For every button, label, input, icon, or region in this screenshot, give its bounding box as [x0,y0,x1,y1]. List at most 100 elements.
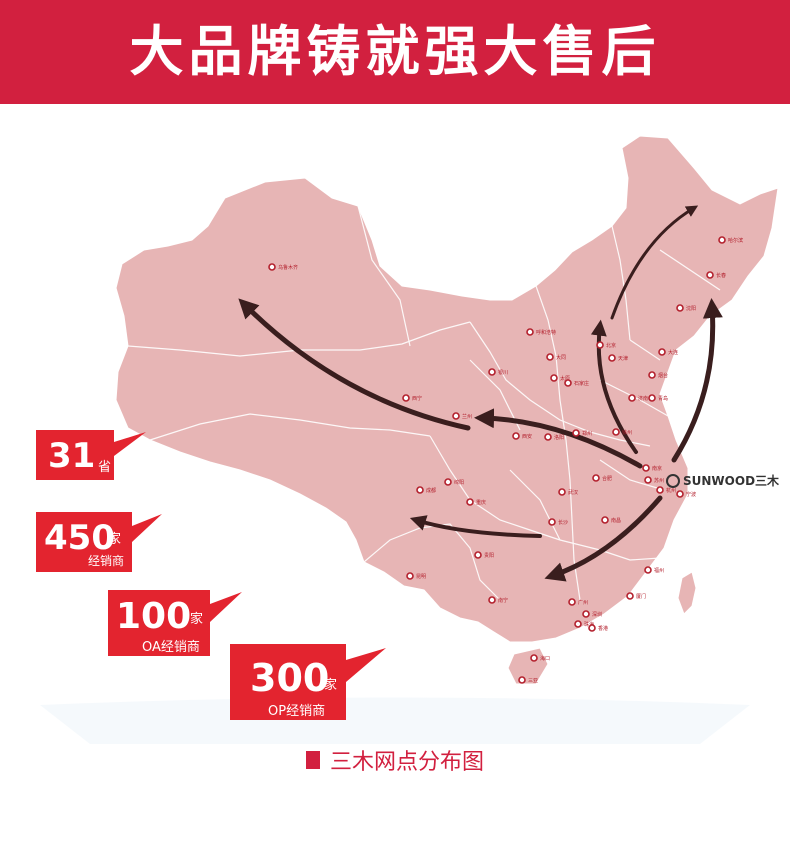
city-dot-icon [488,368,496,376]
city-dot-icon [416,486,424,494]
city-marker: 北京 [596,341,616,349]
city-label: 武汉 [568,489,578,496]
city-marker: 天津 [608,354,628,362]
stat-subtitle: 经销商 [88,554,125,568]
city-marker: 济南 [628,394,648,402]
stat-op-dealers: 300 家 OP经销商 [230,644,386,720]
city-marker: 太原 [550,374,570,382]
city-dot-icon [466,498,474,506]
city-dot-icon [546,353,554,361]
city-dot-icon [452,412,460,420]
city-marker: 呼和浩特 [526,328,556,336]
city-label: 郑州 [582,430,592,437]
city-label: 济南 [638,395,648,402]
city-label: 徐州 [622,429,632,436]
city-marker: 郑州 [572,429,592,437]
city-label: 深圳 [592,611,602,618]
city-label: 大同 [556,354,566,361]
city-label: 北京 [606,342,616,349]
city-dot-icon [568,598,576,606]
city-dot-icon [658,348,666,356]
city-label: 宁波 [686,491,696,498]
city-label: 成都 [426,487,436,494]
city-label: 烟台 [658,372,668,379]
city-dot-icon [676,490,684,498]
stat-subtitle: OA经销商 [142,640,200,655]
city-dot-icon [550,374,558,382]
city-label: 珠海 [584,621,594,628]
city-marker: 洛阳 [544,433,564,441]
city-dot-icon [548,518,556,526]
city-marker: 青岛 [648,394,668,402]
city-label: 西宁 [412,395,422,402]
city-label: 南昌 [611,517,621,524]
city-marker: 南宁 [488,596,508,604]
city-dot-icon [642,464,650,472]
city-label: 银川 [498,369,508,376]
city-dot-icon [512,432,520,440]
city-marker: 南京 [642,464,662,472]
city-marker: 贵阳 [474,551,494,559]
map-caption: 三木网点分布图 [0,744,790,776]
city-marker: 香港 [588,624,608,632]
stat-subtitle: OP经销商 [268,704,326,719]
city-marker: 合肥 [592,474,612,482]
city-dot-icon [582,610,590,618]
arrow-north-east [610,205,699,320]
city-label: 苏州 [654,477,664,484]
city-label: 太原 [560,375,570,382]
city-marker: 宁波 [676,490,696,498]
city-marker: 昆明 [406,572,426,580]
city-marker: 成都 [416,486,436,494]
caption-marker [305,751,320,769]
stat-number: 31 [48,436,96,476]
city-label: 福州 [654,567,664,574]
city-label: 青岛 [658,395,668,402]
stat-oa-dealers: 100 家 OA经销商 [108,590,242,656]
city-dot-icon [706,271,714,279]
city-dot-icon [648,394,656,402]
city-marker: 三亚 [518,676,538,684]
taiwan-shape [677,571,697,615]
city-dot-icon [676,304,684,312]
city-label: 哈尔滨 [728,237,743,244]
city-marker: 绵阳 [444,478,464,486]
city-marker: 海口 [530,654,550,662]
city-marker: 大同 [546,353,566,361]
brand-hub: SUNWOOD三木 [666,472,779,489]
city-marker: 烟台 [648,371,668,379]
city-label: 杭州 [666,487,676,494]
stat-number: 100 [116,596,192,637]
city-label: 大连 [668,349,678,356]
city-marker: 哈尔滨 [718,236,743,244]
caption-text: 三木网点分布图 [329,750,484,775]
city-dot-icon [574,620,582,628]
city-label: 乌鲁木齐 [278,264,298,271]
city-dot-icon [406,572,414,580]
province-borders [127,205,721,601]
city-dot-icon [608,354,616,362]
city-label: 重庆 [476,499,486,506]
city-marker: 长沙 [548,518,568,526]
city-marker: 福州 [644,566,664,574]
city-marker: 西安 [512,432,532,440]
hainan-shape [507,647,549,685]
city-marker: 南昌 [601,516,621,524]
city-marker: 徐州 [612,428,632,436]
stat-unit: 省 [98,460,112,475]
city-marker: 武汉 [558,488,578,496]
stat-unit: 家 [324,678,338,693]
city-dot-icon [601,516,609,524]
city-label: 贵阳 [484,552,494,559]
arrow-south-west [409,515,542,538]
distribution-arrows [238,205,723,582]
city-dot-icon [648,371,656,379]
city-marker: 重庆 [466,498,486,506]
page-title: 大品牌铸就强大售后 [129,20,661,83]
city-marker: 沈阳 [676,304,696,312]
city-dot-icon [572,429,580,437]
city-label: 合肥 [602,475,612,482]
city-marker: 杭州 [656,486,676,494]
city-marker: 广州 [568,598,588,606]
city-marker: 西宁 [402,394,422,402]
